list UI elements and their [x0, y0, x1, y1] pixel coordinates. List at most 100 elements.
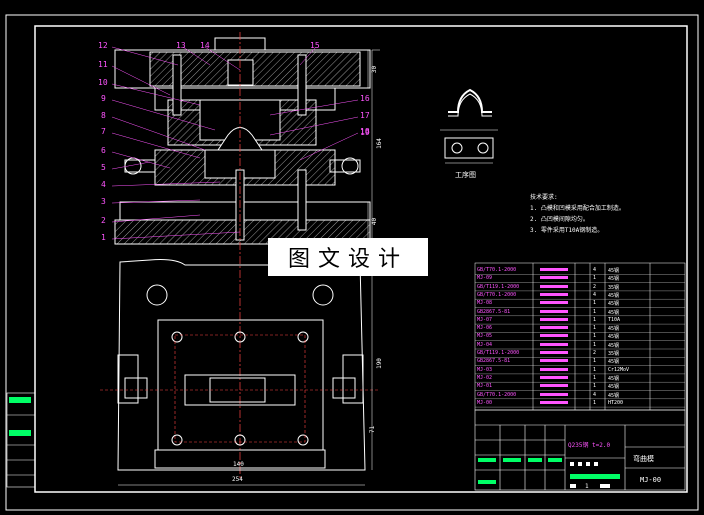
bom-std-15: GB/T70.1-2000	[477, 391, 517, 398]
bom-std-5: GB2867.5-81	[477, 308, 511, 315]
bom-material-12: Cr12MoV	[608, 366, 630, 373]
part-label-7: 7	[101, 127, 106, 136]
part-label-5: 5	[101, 163, 106, 172]
part-label-8: 8	[101, 111, 106, 120]
notes-title: 技术要求:	[530, 194, 558, 201]
front-section-view	[114, 37, 371, 245]
part-label-17: 17	[360, 111, 370, 120]
part-label-16: 16	[360, 94, 370, 103]
bom-qty-8: 1	[593, 333, 597, 340]
bom-name-bar-11	[540, 359, 568, 363]
dim-height-right: 164	[375, 138, 383, 149]
bom-qty-16: 1	[593, 399, 597, 406]
note-2: 2. 凸凹模间隙均匀。	[530, 216, 589, 223]
bom-material-2: 35钢	[608, 284, 620, 291]
part-label-14: 14	[200, 41, 210, 50]
bom-std-9: MJ-04	[477, 341, 493, 348]
bom-material-16: HT200	[608, 399, 624, 406]
plan-holes-red	[100, 334, 380, 443]
technical-notes: 技术要求: 1. 凸模和凹模采用配合加工制造。 2. 凸凹模间隙均匀。 3. 零…	[530, 192, 625, 236]
dim-width-inner: 140	[233, 461, 244, 468]
bom-name-bar-8	[540, 334, 568, 338]
dim-d3: 71	[369, 425, 377, 434]
title-block	[474, 409, 686, 491]
part-label-11: 11	[98, 60, 108, 69]
bom-material-10: 35钢	[608, 351, 620, 357]
part-label-15: 15	[310, 41, 320, 50]
part-label-9: 9	[101, 94, 106, 103]
bom-material-8: 45钢	[608, 334, 620, 341]
detail-caption: 工序图	[455, 171, 476, 179]
workpiece-detail	[440, 88, 498, 164]
dim-d2: 40	[371, 217, 379, 226]
part-label-12: 12	[98, 41, 108, 50]
dimensions-plan	[118, 262, 373, 486]
bom-qty-14: 1	[593, 383, 597, 390]
bom-material-11: 45钢	[608, 359, 620, 366]
bom-name-bar-10	[540, 351, 568, 354]
part-label-18: 18	[360, 127, 370, 136]
bom-std-6: MJ-07	[477, 316, 493, 323]
watermark-banner: 图文设计	[268, 238, 428, 276]
part-label-2: 2	[101, 216, 106, 225]
bom-std-3: GB/T70.1-2000	[477, 291, 517, 298]
dim-height-plan: 190	[375, 358, 383, 369]
bom-name-bar-0	[540, 268, 568, 271]
bom-material-4: 45钢	[608, 301, 620, 308]
left-stamp-block	[6, 392, 36, 488]
part-label-13: 13	[176, 41, 186, 50]
outer-frame	[5, 14, 699, 511]
bom-material-6: T10A	[608, 316, 621, 323]
part-label-6: 6	[101, 146, 106, 155]
bom-material-14: 45钢	[608, 384, 620, 391]
part-label-10: 10	[98, 78, 108, 87]
bom-std-11: GB2867.5-81	[477, 358, 511, 365]
bom-qty-15: 4	[593, 391, 597, 398]
bom-qty-5: 1	[593, 308, 597, 315]
bom-material-5: 45钢	[608, 309, 620, 316]
bom-std-12: MJ-03	[477, 366, 493, 373]
bom-row-lines	[475, 274, 685, 408]
title-block-name: 弯曲模	[633, 455, 654, 463]
bom-name-bar-7	[540, 326, 568, 330]
bom-qty-11: 1	[593, 358, 597, 365]
bom-name-bar-3	[540, 292, 568, 296]
bom-qty-6: 1	[593, 316, 597, 323]
bom-material-13: 45钢	[608, 375, 620, 382]
bom-material-15: 45钢	[608, 392, 620, 399]
bom-name-bar-16	[540, 400, 568, 404]
bom-qty-10: 2	[593, 350, 597, 356]
bom-material-3: 45钢	[608, 292, 620, 299]
bom-qty-0: 4	[593, 267, 597, 273]
bom-qty-4: 1	[593, 300, 597, 307]
bom-std-14: MJ-01	[477, 383, 493, 390]
plan-holes	[171, 331, 309, 446]
bom-qty-3: 4	[593, 291, 597, 298]
bom-name-bar-9	[540, 342, 568, 346]
dim-d1: 30	[371, 65, 379, 74]
bom-qty-2: 2	[593, 283, 597, 290]
part-label-19: 19	[360, 128, 370, 137]
bom-material-9: 45钢	[608, 342, 620, 349]
inner-frame	[34, 25, 688, 493]
title-block-sheet: 1	[585, 483, 589, 490]
title-block-fills	[478, 458, 620, 488]
bom-name-bar-5	[540, 309, 568, 313]
bom-name-bar-4	[540, 301, 568, 305]
bom-name-bar-12	[540, 367, 568, 371]
title-block-drawing-no: MJ-00	[640, 476, 662, 484]
bom-qty-1: 1	[593, 275, 597, 282]
bom-name-bar-1	[540, 276, 568, 280]
bom-std-4: MJ-08	[477, 300, 493, 307]
bom-material-7: 45钢	[608, 326, 620, 333]
bom-name-bar-2	[540, 284, 568, 288]
bom-std-7: MJ-06	[477, 325, 493, 332]
bom-std-13: MJ-02	[477, 374, 493, 381]
bom-name-bar-6	[540, 317, 568, 321]
leader-lines	[111, 46, 359, 240]
bom-std-0: GB/T70.1-2000	[477, 267, 517, 273]
watermark-text: 图文设计	[287, 247, 408, 272]
bom-qty-9: 1	[593, 341, 597, 348]
bom-material-0: 45钢	[608, 268, 620, 274]
bom-qty-12: 1	[593, 366, 597, 373]
